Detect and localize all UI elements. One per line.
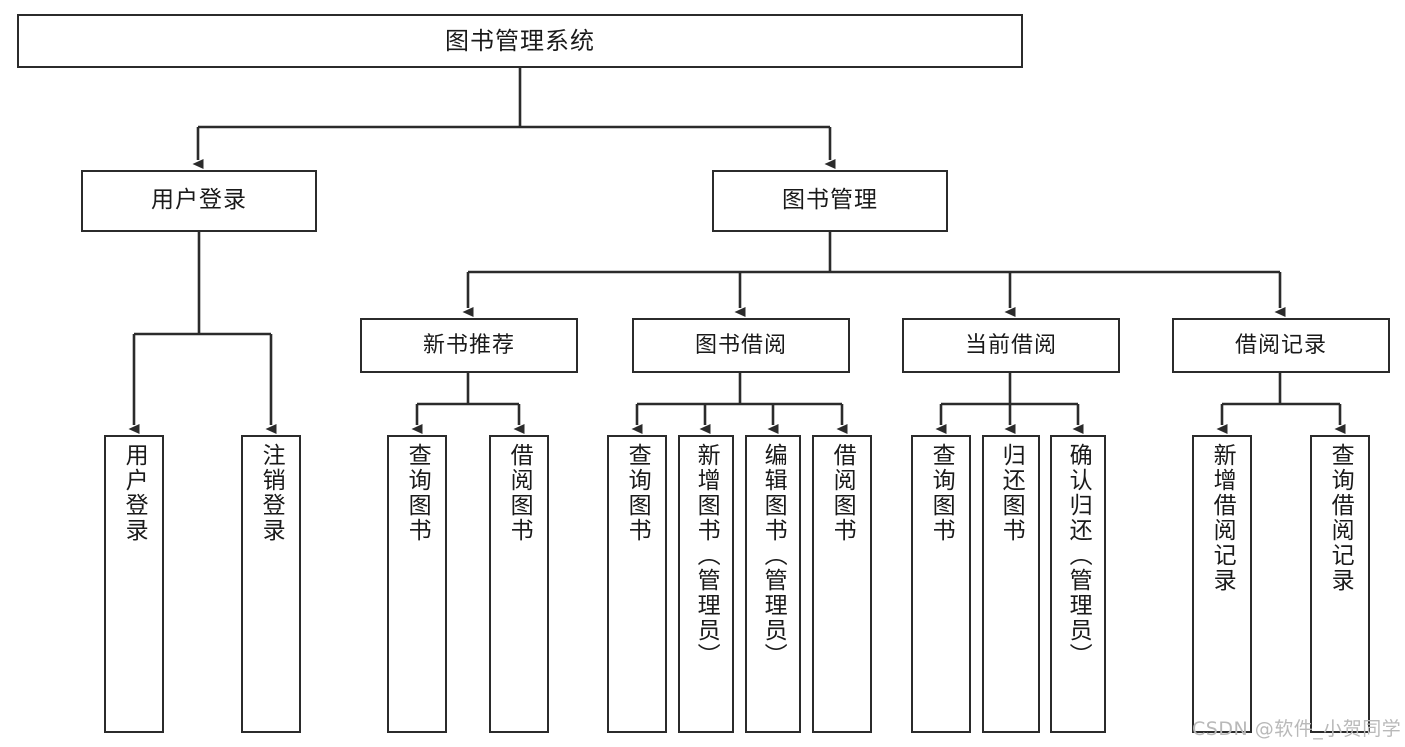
leaf-book-borrow-add-label: 新增图书（管理员） (693, 443, 720, 668)
node-current-borrow-label: 当前借阅 (964, 332, 1057, 358)
leaf-current-borrow-confirm-return-label: 确认归还（管理员） (1065, 443, 1092, 668)
csdn-watermark: CSDN @软件_小贺同学 (1192, 718, 1402, 740)
node-new-book-recommend-label: 新书推荐 (422, 332, 515, 358)
leaf-book-borrow-query-label: 查询图书 (624, 443, 651, 543)
leaf-new-book-query-label: 查询图书 (404, 443, 431, 543)
leaf-book-borrow-query[interactable]: 查询图书 (607, 435, 667, 733)
leaf-current-borrow-query[interactable]: 查询图书 (911, 435, 971, 733)
leaf-book-borrow-add[interactable]: 新增图书（管理员） (678, 435, 734, 733)
node-user-login[interactable]: 用户登录 (81, 170, 317, 232)
node-user-login-label: 用户登录 (151, 187, 247, 214)
node-book-manage-label: 图书管理 (782, 187, 878, 214)
node-book-borrow[interactable]: 图书借阅 (632, 318, 850, 373)
leaf-current-borrow-return[interactable]: 归还图书 (982, 435, 1040, 733)
leaf-current-borrow-return-label: 归还图书 (998, 443, 1025, 543)
leaf-new-book-query[interactable]: 查询图书 (387, 435, 447, 733)
leaf-user-login-logout[interactable]: 注销登录 (241, 435, 301, 733)
leaf-new-book-borrow-label: 借阅图书 (506, 443, 533, 543)
leaf-user-login-login-label: 用户登录 (121, 443, 148, 543)
leaf-book-borrow-borrow-label: 借阅图书 (829, 443, 856, 543)
node-book-borrow-label: 图书借阅 (694, 332, 787, 358)
node-current-borrow[interactable]: 当前借阅 (902, 318, 1120, 373)
leaf-book-borrow-borrow[interactable]: 借阅图书 (812, 435, 872, 733)
node-book-manage[interactable]: 图书管理 (712, 170, 948, 232)
leaf-borrow-record-query[interactable]: 查询借阅记录 (1310, 435, 1370, 733)
leaf-borrow-record-add[interactable]: 新增借阅记录 (1192, 435, 1252, 733)
node-root-system[interactable]: 图书管理系统 (17, 14, 1023, 68)
leaf-current-borrow-query-label: 查询图书 (928, 443, 955, 543)
node-borrow-record[interactable]: 借阅记录 (1172, 318, 1390, 373)
leaf-borrow-record-query-label: 查询借阅记录 (1327, 443, 1354, 593)
leaf-current-borrow-confirm-return[interactable]: 确认归还（管理员） (1050, 435, 1106, 733)
leaf-book-borrow-edit-label: 编辑图书（管理员） (760, 443, 787, 668)
node-new-book-recommend[interactable]: 新书推荐 (360, 318, 578, 373)
leaf-borrow-record-add-label: 新增借阅记录 (1209, 443, 1236, 593)
leaf-user-login-login[interactable]: 用户登录 (104, 435, 164, 733)
node-borrow-record-label: 借阅记录 (1234, 332, 1327, 358)
node-root-system-label: 图书管理系统 (445, 26, 595, 55)
leaf-user-login-logout-label: 注销登录 (258, 443, 285, 543)
leaf-new-book-borrow[interactable]: 借阅图书 (489, 435, 549, 733)
leaf-book-borrow-edit[interactable]: 编辑图书（管理员） (745, 435, 801, 733)
